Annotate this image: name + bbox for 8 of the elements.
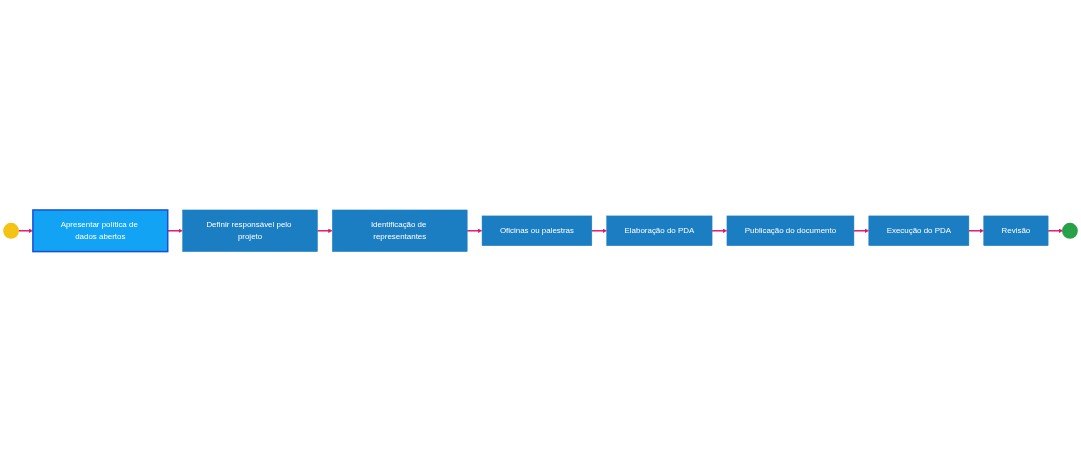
arrow — [1047, 228, 1064, 234]
arrow — [591, 228, 607, 234]
arrow — [466, 228, 483, 234]
arrow — [853, 228, 869, 234]
arrow — [968, 228, 984, 234]
arrow — [316, 228, 333, 234]
arrow — [711, 228, 728, 234]
arrow — [167, 228, 183, 234]
